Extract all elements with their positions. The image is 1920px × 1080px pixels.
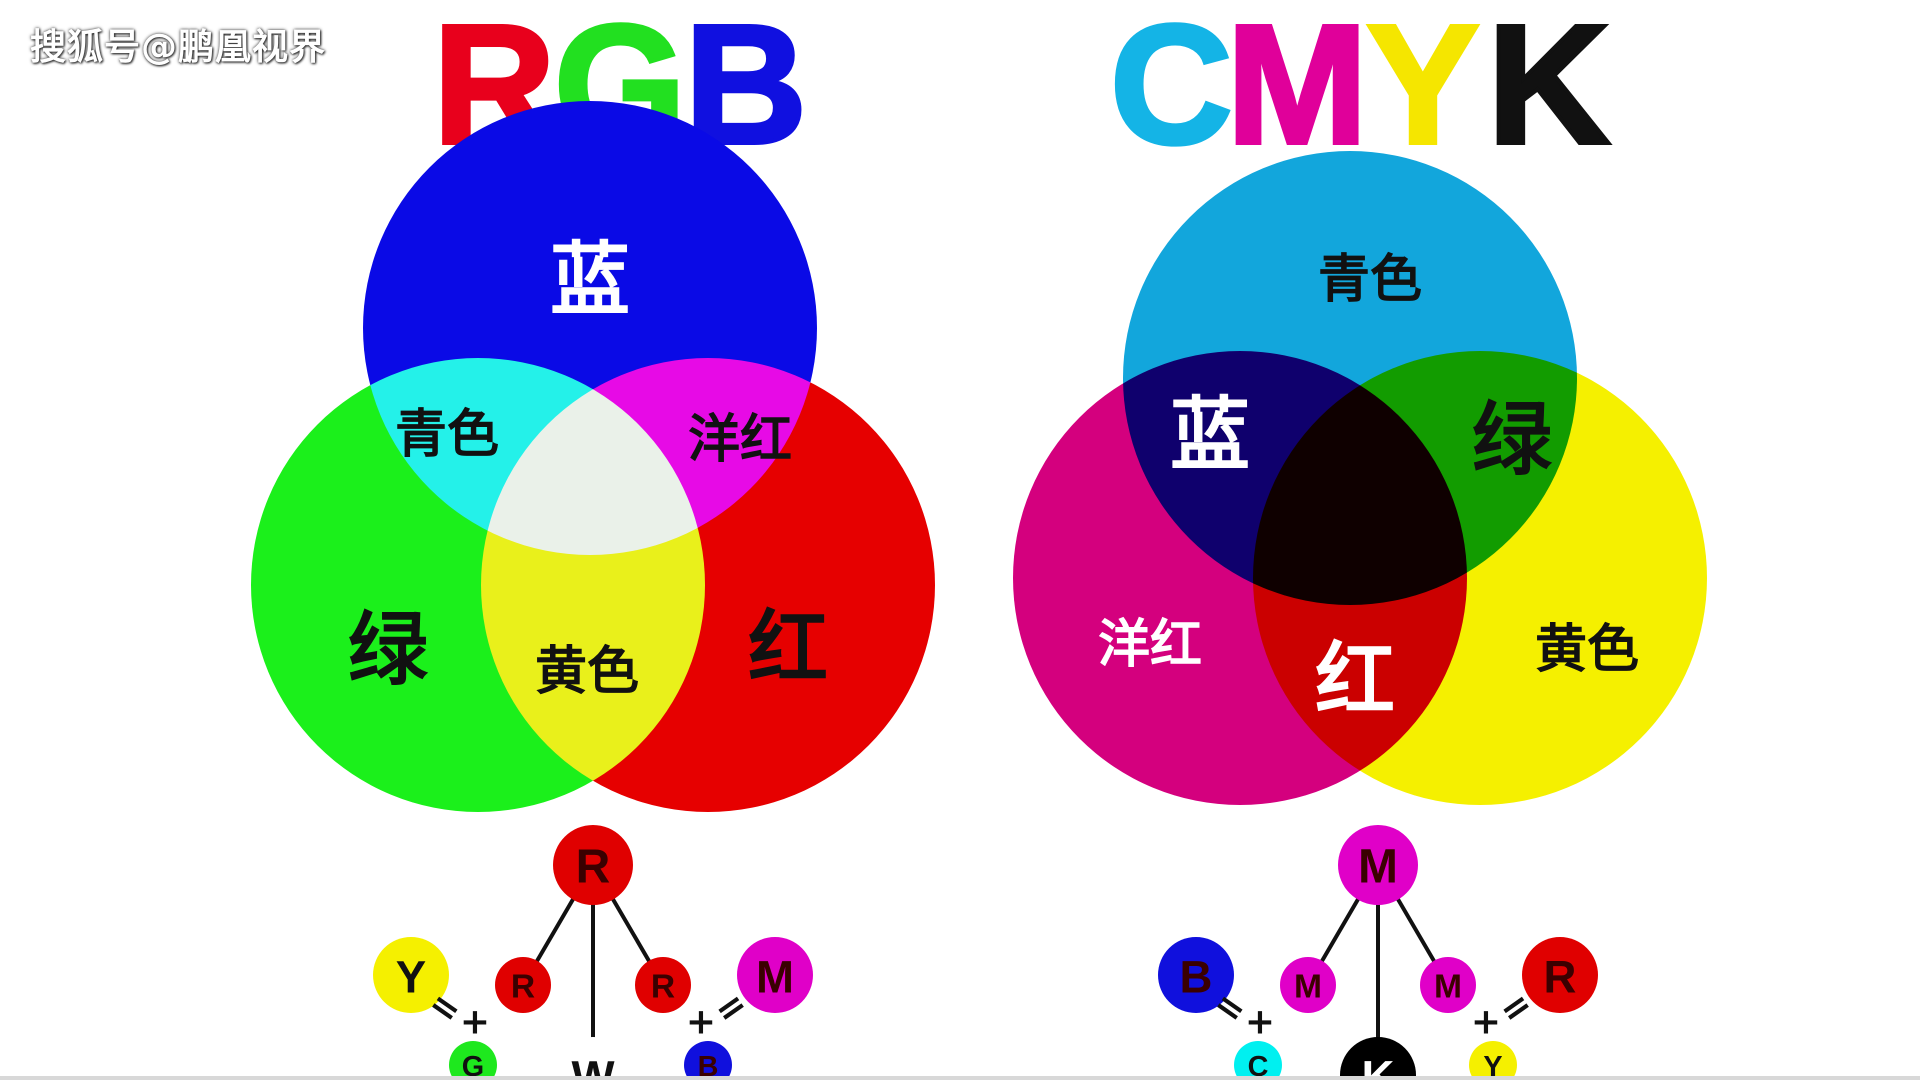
cmyk-node-right-a — [1420, 957, 1476, 1013]
rgb-node-right-result — [737, 937, 813, 1013]
cmyk-label-blue: 蓝 — [1170, 389, 1250, 482]
cmyk-node-left-result — [1158, 937, 1234, 1013]
rgb-node-right-a-letter: R — [651, 969, 675, 1006]
cmyk-node-right-a-letter: M — [1434, 969, 1462, 1006]
rgb-op-plus-right: + — [686, 1002, 716, 1043]
rgb-node-bottom-letter: W — [571, 1052, 614, 1080]
cmyk-node-right-b — [1469, 1041, 1517, 1080]
rgb-node-left-b — [449, 1041, 497, 1080]
rgb-node-top — [553, 825, 633, 905]
cmyk-circle-yellow — [1253, 351, 1707, 805]
rgb-node-left-result-letter: Y — [396, 952, 426, 1003]
cmyk-node-bottom-letter: K — [1362, 1052, 1395, 1080]
cmyk-node-left-b-letter: C — [1248, 1051, 1269, 1080]
cmyk-node-right-result-letter: R — [1544, 952, 1577, 1003]
cmyk-venn — [1013, 151, 1707, 805]
cmyk-label-cyan: 青色 — [1318, 250, 1422, 310]
rgb-node-left-a-letter: R — [511, 969, 535, 1006]
rgb-circle-red — [481, 358, 935, 812]
rgb-venn — [230, 90, 990, 850]
cmyk-op-plus-left: + — [1245, 1002, 1275, 1043]
rgb-label-red: 红 — [748, 602, 828, 695]
cmyk-node-top — [1338, 825, 1418, 905]
cmyk-node-right-result — [1522, 937, 1598, 1013]
rgb-label-magenta: 洋红 — [688, 410, 792, 470]
rgb-label-yellow: 黄色 — [535, 642, 639, 702]
bottom-divider — [0, 1076, 1920, 1080]
watermark: 搜狐号@鹏凰视界 — [30, 27, 327, 68]
rgb-node-bottom — [555, 1037, 631, 1080]
rgb-label-cyan: 青色 — [395, 405, 499, 465]
cmyk-node-left-a-letter: M — [1294, 969, 1322, 1006]
cmyk-node-left-b — [1234, 1041, 1282, 1080]
rgb-node-top-letter: R — [576, 841, 611, 894]
rgb-node-left-b-letter: G — [462, 1051, 484, 1080]
cmyk-op-plus-right: + — [1471, 1002, 1501, 1043]
rgb-node-right-b-letter: B — [698, 1051, 719, 1080]
cmyk-label-red: 红 — [1315, 634, 1395, 727]
cmyk-title-letter-y: Y — [1366, 0, 1479, 180]
cmyk-node-bottom — [1340, 1037, 1416, 1080]
rgb-node-left-a — [495, 957, 551, 1013]
rgb-op-plus-left: + — [460, 1002, 490, 1043]
cmyk-node-right-b-letter: Y — [1483, 1051, 1502, 1080]
cmyk-node-left-a — [1280, 957, 1336, 1013]
cmyk-label-magenta: 洋红 — [1098, 615, 1202, 675]
cmyk-title-letter-k: K — [1487, 0, 1610, 180]
rgb-label-blue: 蓝 — [550, 234, 630, 327]
cmyk-label-green: 绿 — [1472, 394, 1553, 487]
rgb-label-green: 绿 — [348, 604, 429, 697]
rgb-node-left-result — [373, 937, 449, 1013]
cmyk-node-top-letter: M — [1358, 841, 1398, 894]
rgb-node-right-a — [635, 957, 691, 1013]
rgb-node-right-result-letter: M — [756, 952, 794, 1003]
cmyk-node-left-result-letter: B — [1180, 952, 1213, 1003]
cmyk-label-yellow: 黄色 — [1535, 620, 1639, 680]
cmyk-title-letter-c: C — [1110, 0, 1233, 180]
rgb-node-right-b — [684, 1041, 732, 1080]
